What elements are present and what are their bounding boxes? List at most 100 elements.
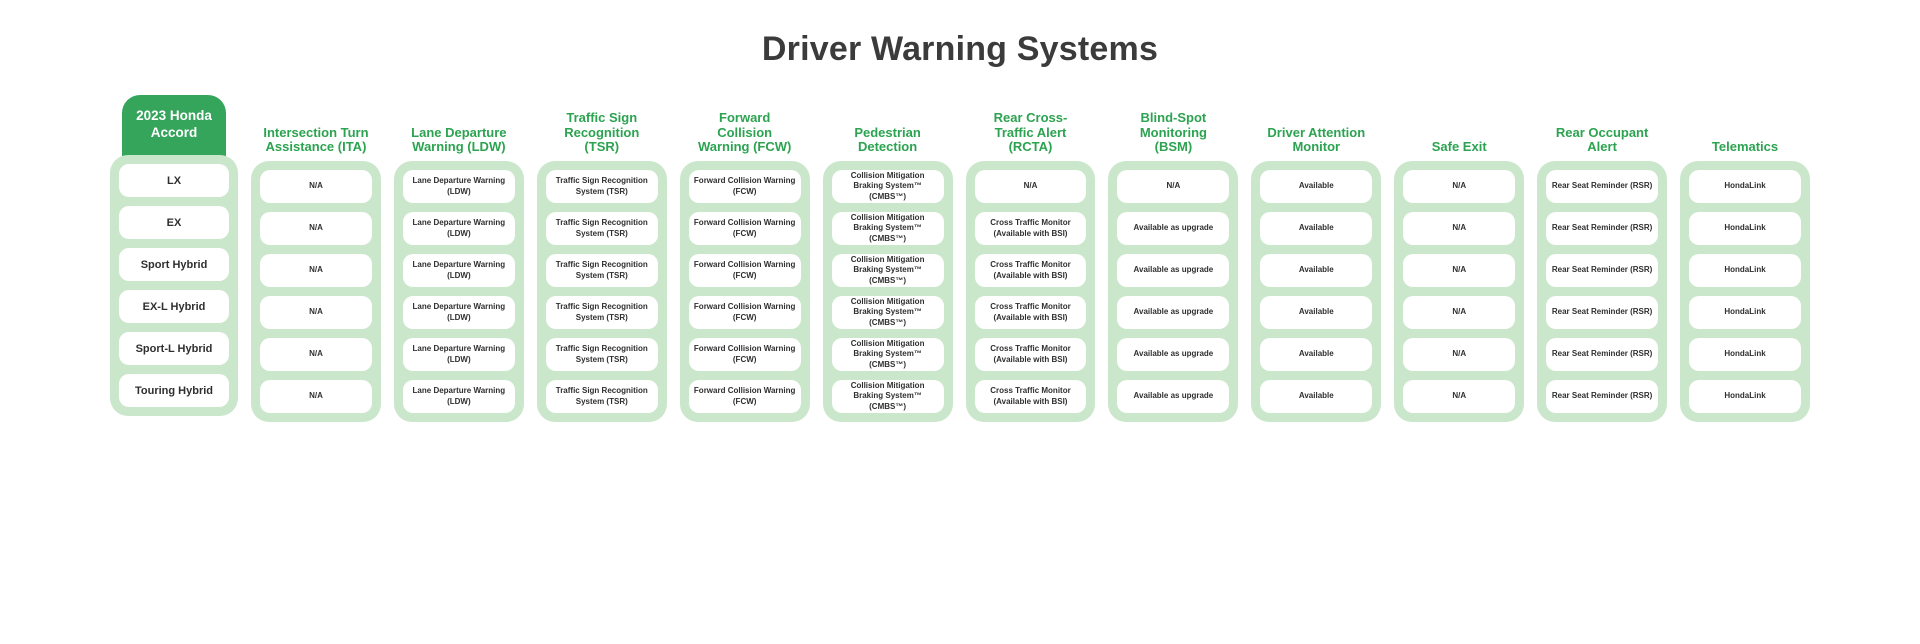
value-cell: Lane Departure Warning (LDW) [402,338,515,371]
value-cell: Rear Seat Reminder (RSR) [1546,338,1659,371]
value-cell: Cross Traffic Monitor (Available with BS… [974,338,1087,371]
value-cell: Traffic Sign Recognition System (TSR) [545,380,658,413]
value-cell: Collision Mitigation Braking System™ (CM… [831,296,944,329]
value-cell: Traffic Sign Recognition System (TSR) [545,296,658,329]
value-cell: Available as upgrade [1117,212,1230,245]
value-cell: N/A [260,296,372,329]
value-cell: Forward Collision Warning (FCW) [688,338,801,371]
trim-cell: EX [119,206,229,239]
value-cell: Collision Mitigation Braking System™ (CM… [831,380,944,413]
feature-column: Lane Departure Warning (LDW) Lane Departu… [393,91,524,422]
feature-column-header: Intersection Turn Assistance (ITA) [263,124,369,155]
value-cell: Available as upgrade [1117,254,1230,287]
value-cell: HondaLink [1689,380,1801,413]
feature-column-header: Driver Attention Monitor [1267,124,1366,155]
value-cell: Lane Departure Warning (LDW) [402,170,515,203]
page-title: Driver Warning Systems [761,30,1159,68]
trim-cell: Sport-L Hybrid [119,332,229,365]
trim-cell: Touring Hybrid [119,374,229,407]
feature-column-header: Telematics [1711,139,1779,155]
value-cell: N/A [260,170,372,203]
value-cell: N/A [1403,170,1516,203]
value-cell: Cross Traffic Monitor (Available with BS… [974,296,1087,329]
value-cell: Available [1260,296,1373,329]
feature-column: Forward Collision Warning (FCW) Forward C… [679,91,810,422]
value-cell: N/A [1403,212,1516,245]
value-cell: N/A [260,254,372,287]
trim-column-header: 2023 Honda Accord [110,91,238,169]
value-cell: N/A [1117,170,1230,203]
value-cell: HondaLink [1689,170,1801,203]
value-cell: Cross Traffic Monitor (Available with BS… [974,212,1087,245]
feature-column-body: Lane Departure Warning (LDW) Lane Departu… [393,161,524,422]
value-cell: Available [1260,212,1373,245]
feature-column-body: Rear Seat Reminder (RSR) Rear Seat Remind… [1537,161,1668,422]
feature-column-header: Traffic Sign Recognition (TSR) [564,109,640,155]
value-cell: N/A [1403,338,1516,371]
value-cell: Lane Departure Warning (LDW) [402,380,515,413]
value-cell: Available [1260,254,1373,287]
value-cell: Lane Departure Warning (LDW) [402,254,515,287]
value-cell: Lane Departure Warning (LDW) [402,296,515,329]
value-cell: Forward Collision Warning (FCW) [688,296,801,329]
value-cell: Lane Departure Warning (LDW) [402,212,515,245]
value-cell: Collision Mitigation Braking System™ (CM… [831,212,944,245]
value-cell: Forward Collision Warning (FCW) [688,212,801,245]
value-cell: Forward Collision Warning (FCW) [688,380,801,413]
trim-cell: Sport Hybrid [119,248,229,281]
feature-column-header: Rear Cross-Traffic Alert (RCTA) [993,109,1068,155]
value-cell: Collision Mitigation Braking System™ (CM… [831,254,944,287]
value-cell: Rear Seat Reminder (RSR) [1546,254,1659,287]
value-cell: Cross Traffic Monitor (Available with BS… [974,380,1087,413]
value-cell: Traffic Sign Recognition System (TSR) [545,338,658,371]
value-cell: Available as upgrade [1117,380,1230,413]
feature-column-body: Collision Mitigation Braking System™ (CM… [822,161,953,422]
value-cell: Rear Seat Reminder (RSR) [1546,170,1659,203]
value-cell: Rear Seat Reminder (RSR) [1546,212,1659,245]
value-cell: Traffic Sign Recognition System (TSR) [545,170,658,203]
value-cell: HondaLink [1689,338,1801,371]
value-cell: Forward Collision Warning (FCW) [688,254,801,287]
value-cell: Cross Traffic Monitor (Available with BS… [974,254,1087,287]
value-cell: N/A [1403,254,1516,287]
value-cell: Collision Mitigation Braking System™ (CM… [831,170,944,203]
feature-column-header: Forward Collision Warning (FCW) [697,109,792,155]
feature-column-body: Traffic Sign Recognition System (TSR) Tra… [536,161,667,422]
feature-column: Intersection Turn Assistance (ITA) N/A N/A… [251,91,381,422]
value-cell: Available [1260,338,1373,371]
value-cell: N/A [260,212,372,245]
value-cell: N/A [260,338,372,371]
feature-column-body: N/A N/A N/A N/A N/A N/A [1394,161,1525,422]
value-cell: HondaLink [1689,254,1801,287]
value-cell: Traffic Sign Recognition System (TSR) [545,212,658,245]
value-cell: HondaLink [1689,296,1801,329]
feature-column: Blind-Spot Monitoring (BSM) N/A Available … [1108,91,1239,422]
feature-column-header: Lane Departure Warning (LDW) [411,124,507,155]
feature-column-header: Blind-Spot Monitoring (BSM) [1139,109,1207,155]
value-cell: Available [1260,380,1373,413]
value-cell: N/A [1403,296,1516,329]
feature-column-body: Forward Collision Warning (FCW) Forward C… [679,161,810,422]
value-cell: Available as upgrade [1117,296,1230,329]
trim-cell: LX [119,164,229,197]
value-cell: Available [1260,170,1373,203]
value-cell: N/A [1403,380,1516,413]
feature-column-header: Rear Occupant Alert [1555,124,1649,155]
value-cell: Traffic Sign Recognition System (TSR) [545,254,658,287]
value-cell: Rear Seat Reminder (RSR) [1546,296,1659,329]
trim-cell: EX-L Hybrid [119,290,229,323]
